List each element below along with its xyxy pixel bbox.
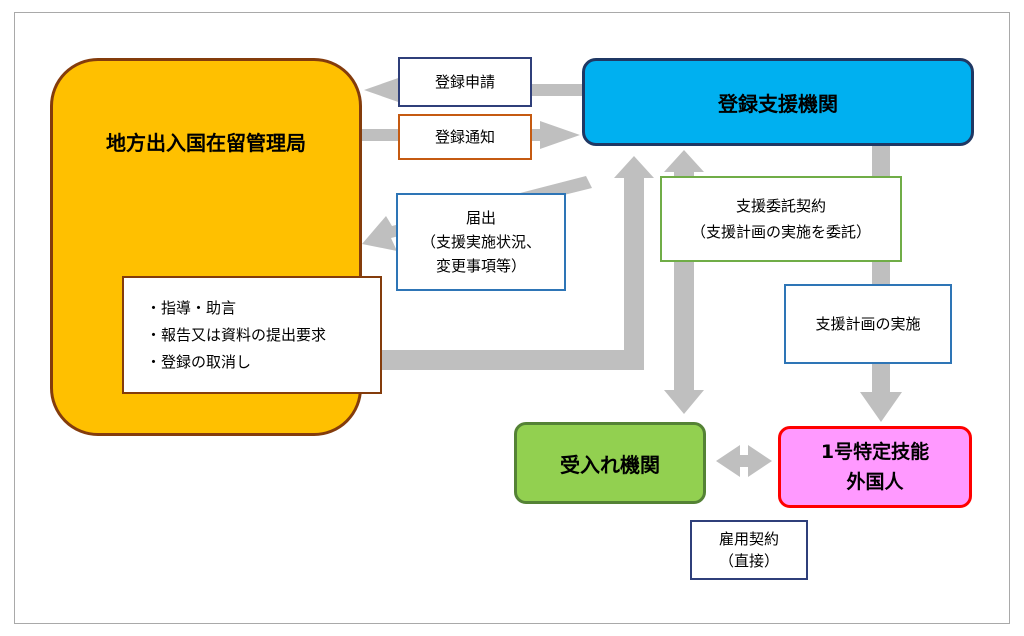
guidance-box: ・指導・助言 ・報告又は資料の提出要求 ・登録の取消し: [122, 276, 382, 394]
notification-box: 届出 （支援実施状況、 変更事項等）: [396, 193, 566, 291]
registration-notice-box: 登録通知: [398, 114, 532, 160]
arrow-guidance: [382, 156, 654, 370]
registration-notice-label: 登録通知: [434, 128, 495, 146]
guidance-item: ・報告又は資料の提出要求: [146, 325, 327, 344]
receiving-org-label: 受入れ機関: [560, 452, 660, 477]
receiving-org-node: 受入れ機関: [514, 422, 706, 504]
registered-support-org-label: 登録支援機関: [718, 91, 838, 116]
registration-application-label: 登録申請: [434, 73, 495, 91]
support-contract-box: 支援委託契約 （支援計画の実施を委託）: [660, 176, 902, 262]
guidance-item: ・指導・助言: [146, 298, 237, 317]
support-implementation-box: 支援計画の実施: [784, 284, 952, 364]
support-contract-label-line2: （支援計画の実施を委託）: [690, 223, 871, 241]
employment-contract-box: 雇用契約 （直接）: [690, 520, 808, 580]
specified-skilled-worker-node: 1号特定技能 外国人: [778, 426, 972, 508]
employment-contract-label-line1: 雇用契約: [718, 530, 779, 548]
guidance-item: ・登録の取消し: [146, 352, 252, 371]
worker-label-line1: 1号特定技能: [820, 441, 930, 463]
registered-support-org-node: 登録支援機関: [582, 58, 974, 146]
employment-contract-label-line2: （直接）: [718, 552, 779, 570]
immigration-bureau-label: 地方出入国在留管理局: [106, 131, 306, 155]
support-implementation-label: 支援計画の実施: [815, 315, 921, 333]
notification-label-line3: 変更事項等）: [435, 257, 526, 275]
support-contract-label-line1: 支援委託契約: [735, 197, 826, 215]
registration-application-box: 登録申請: [398, 57, 532, 107]
notification-label-line2: （支援実施状況、: [420, 233, 541, 251]
worker-label-line2: 外国人: [846, 471, 904, 493]
notification-label-line1: 届出: [465, 209, 496, 227]
arrow-employment: [716, 445, 772, 477]
